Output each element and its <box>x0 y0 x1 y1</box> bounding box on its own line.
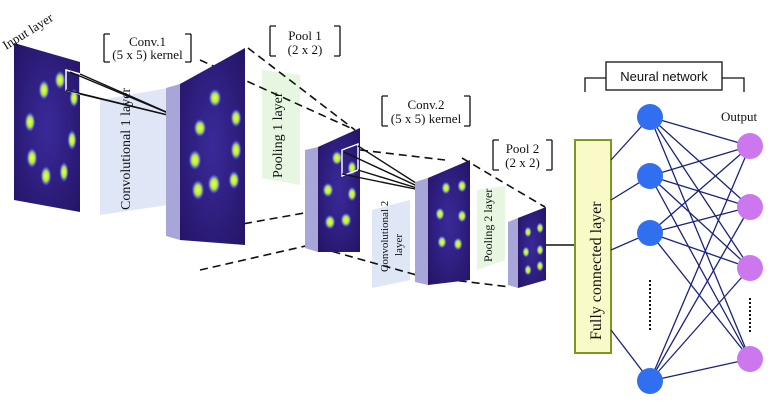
conv1-label-band <box>100 88 168 215</box>
conv1-title: Conv.1 <box>129 34 166 49</box>
output-layer <box>737 133 763 372</box>
neural-network-bracket <box>584 77 745 92</box>
output-label: Output <box>721 109 758 124</box>
hidden-layer <box>637 104 663 394</box>
pool2-slab <box>508 218 518 288</box>
conv1-blobs <box>188 88 242 201</box>
pool2-feature-map <box>508 207 546 288</box>
pool2-title: Pool 2 <box>506 141 540 156</box>
hidden-node <box>637 220 663 246</box>
hidden-node <box>637 163 663 189</box>
input-blobs <box>24 70 79 187</box>
conv2-feature-map <box>415 160 470 285</box>
fully-connected-box <box>574 139 612 354</box>
neural-network-label: Neural network <box>620 69 708 84</box>
hidden-node <box>637 368 663 394</box>
conv2-kernel-box: Conv.2 (5 x 5) kernel <box>381 95 471 127</box>
pool1-layer-label: Pooling 1 layer <box>271 92 286 178</box>
conv1-kernel: (5 x 5) kernel <box>112 47 183 62</box>
output-node <box>737 133 763 159</box>
conv2-slab <box>415 178 428 285</box>
conv1-kernel-box: Conv.1 (5 x 5) kernel <box>103 33 192 63</box>
conv2-layer-label-line2: layer <box>393 234 405 256</box>
network-edges <box>610 116 751 382</box>
pool1-blobs <box>322 150 357 230</box>
conv2-layer-label-line1: Convolutional 2 <box>379 201 391 272</box>
conv2-title: Conv.2 <box>407 97 444 112</box>
output-node <box>737 255 763 281</box>
pool2-size: (2 x 2) <box>505 155 540 170</box>
pool2-size-box: Pool 2 (2 x 2) <box>492 139 553 171</box>
pool1-size-box: Pool 1 (2 x 2) <box>269 25 341 57</box>
pool2-label-band <box>477 186 505 270</box>
pool1-title: Pool 1 <box>288 28 322 43</box>
conv1-layer-label: Convolutional 1 layer <box>119 88 134 210</box>
kernel-lines-1 <box>65 71 181 119</box>
conv2-label-band <box>372 200 410 288</box>
pool1-slab <box>305 147 318 252</box>
neural-network-box <box>605 61 723 91</box>
pool1-label-band <box>262 70 300 185</box>
input-layer-map <box>14 43 81 212</box>
conv2-kernel: (5 x 5) kernel <box>391 111 462 126</box>
conv2-blobs <box>435 179 467 251</box>
output-node <box>737 194 763 220</box>
input-layer-label: Input layer <box>0 9 56 52</box>
pool1-feature-map <box>305 128 360 252</box>
hidden-node <box>637 104 663 130</box>
conv1-feature-map <box>166 48 245 245</box>
fully-connected-label: Fully connected layer <box>588 201 605 340</box>
conv1-slab <box>166 84 180 240</box>
pool1-size: (2 x 2) <box>288 42 323 57</box>
output-node <box>737 346 763 372</box>
pool2-layer-label: Pooling 2 layer <box>481 189 495 262</box>
pool2-blobs <box>522 222 544 276</box>
